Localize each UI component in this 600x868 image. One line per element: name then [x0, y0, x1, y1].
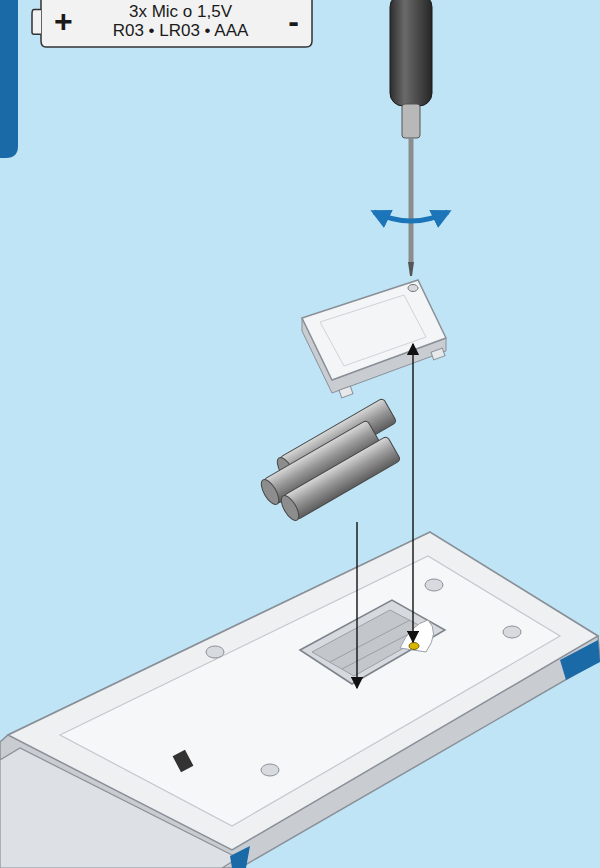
insert-arrow [356, 522, 357, 688]
screw-tab [400, 620, 434, 652]
screw-hole [425, 579, 443, 591]
lid-arrow [412, 344, 413, 642]
lid-tab [431, 348, 445, 360]
screw-hole [503, 626, 521, 638]
ferrule [402, 104, 420, 138]
battery-compartment [300, 600, 445, 684]
screw-hole [261, 764, 279, 776]
device-base [0, 532, 600, 868]
handle [390, 0, 432, 106]
minus-sign: - [288, 5, 299, 37]
rotation-arrow [374, 212, 448, 221]
lid-engraving [320, 295, 426, 366]
screw-hole [409, 643, 419, 650]
screwdriver [390, 0, 432, 276]
battery-spec: 3x Mic o 1,5V [129, 2, 232, 21]
front-flap [0, 748, 238, 868]
shaft [409, 138, 414, 262]
side-tab [0, 0, 18, 158]
battery-lid [302, 280, 446, 398]
blue-foot [230, 846, 250, 868]
base-recess [60, 556, 560, 826]
compartment-floor [312, 610, 432, 676]
lid-screw [408, 285, 418, 292]
blue-foot [560, 640, 600, 680]
base-side [0, 532, 600, 868]
plus-sign: + [54, 5, 73, 37]
battery [278, 436, 401, 523]
battery-spec: R03 • LR03 • AAA [113, 21, 249, 40]
screw-hole [206, 646, 224, 658]
lid-tab [339, 386, 353, 398]
lid-top [302, 280, 446, 380]
switch [173, 750, 194, 772]
battery-label: +3x Mic o 1,5VR03 • LR03 • AAA - [40, 0, 313, 48]
batteries [258, 398, 401, 523]
tip [408, 262, 414, 276]
